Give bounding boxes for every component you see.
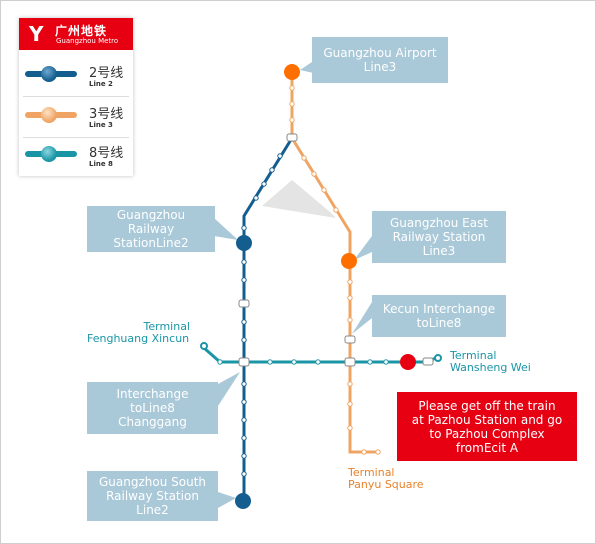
railway-station-marker (236, 235, 252, 251)
terminal-panyu-name: Panyu Square (348, 478, 424, 491)
terminal-fenghuang-word: Terminal (143, 320, 191, 333)
callout-south-line3: Line2 (136, 503, 169, 517)
callout-changgang-line1: Interchange toLine8 (116, 387, 189, 415)
interchange-markers (238, 133, 434, 367)
terminal-fenghuang-name: Fenghuang Xincun (87, 332, 190, 345)
legend-item-line3: 3号线 Line 3 (19, 97, 133, 137)
callout-pointer-railway (214, 218, 238, 240)
line2-swatch-dot (41, 66, 57, 82)
legend-item-line8: 8号线 Line 8 (19, 136, 133, 176)
legend-line8-en: Line 8 (89, 160, 113, 168)
legend-line2-cn: 2号线 (89, 66, 124, 81)
line3-swatch-dot (41, 107, 57, 123)
alert-line1: Please get off the train (418, 398, 556, 413)
legend-line2-en: Line 2 (89, 80, 113, 88)
callout-kecun-line2: toLine8 (416, 316, 462, 330)
legend-line3-cn: 3号线 (89, 107, 124, 122)
legend-panel: Y 广州地铁 Guangzhou Metro 2号线 Line 2 3号线 Li… (19, 18, 133, 176)
callout-railway-line2: StationLine2 (113, 236, 189, 250)
logo-english-name: Guangzhou Metro (56, 37, 119, 45)
callout-east-line1: Guangzhou East (389, 216, 489, 230)
terminal-panyu-label: Terminal Panyu Square (348, 467, 424, 491)
logo-chinese-name: 广州地铁 (55, 24, 108, 38)
callout-pointer-south (218, 492, 236, 508)
alert-box-pazhou: Please get off the train at Pazhou Stati… (397, 392, 577, 461)
terminal-wansheng-word: Terminal (450, 349, 497, 362)
callout-pointer-east (354, 236, 372, 260)
line8-stations (217, 359, 389, 365)
metro-logo-icon: Y (29, 22, 44, 46)
callout-pointer-kecun (352, 302, 372, 334)
terminal-fenghuang-label: Terminal (142, 320, 191, 333)
terminal-wansheng-marker (434, 354, 442, 362)
metro-logo: Y 广州地铁 Guangzhou Metro (19, 18, 133, 50)
line8-swatch-dot (41, 146, 57, 162)
callout-airport-line2: Line3 (363, 60, 397, 74)
terminal-fenghuang-marker (200, 342, 208, 350)
legend-divider (23, 137, 129, 138)
airport-station-marker (284, 64, 300, 80)
terminal-panyu-word: Terminal (348, 466, 395, 479)
south-railway-station-marker (235, 493, 251, 509)
callout-railway-line1: Guangzhou Railway (116, 208, 186, 236)
terminal-wansheng-name: Wansheng Wei (450, 361, 531, 374)
legend-divider (23, 96, 129, 97)
shadow-wedge (262, 180, 336, 218)
callout-kecun-line1: Kecun Interchange (382, 302, 496, 316)
callout-pointer-changgang (218, 372, 240, 406)
line2-stations (241, 153, 283, 477)
callout-east-line3: Line3 (422, 244, 456, 258)
line2-track (242, 137, 294, 500)
east-railway-station-marker (341, 253, 357, 269)
terminal-wansheng-label: Terminal Wansheng Wei (450, 350, 531, 374)
alert-line2: at Pazhou Station and go (411, 412, 563, 427)
pazhou-station-marker (400, 354, 416, 370)
legend-line8-cn: 8号线 (89, 146, 124, 161)
legend-item-line2: 2号线 Line 2 (19, 56, 133, 96)
callout-south-line2: Railway Station (106, 489, 199, 503)
callout-south-line1: Guangzhou South (98, 475, 207, 489)
callout-changgang-line2: Changgang (118, 415, 187, 429)
line3-track (290, 72, 378, 454)
alert-line3: to Pazhou Complex (429, 426, 545, 441)
alert-line4: fromEcit A (455, 440, 519, 455)
legend-line3-en: Line 3 (89, 121, 113, 129)
line3-stations (289, 85, 381, 455)
callout-airport-line1: Guangzhou Airport (323, 46, 437, 60)
terminal-fenghuang-name-wrap: Fenghuang Xincun (87, 333, 189, 345)
callout-east-line2: Railway Station (392, 230, 486, 244)
